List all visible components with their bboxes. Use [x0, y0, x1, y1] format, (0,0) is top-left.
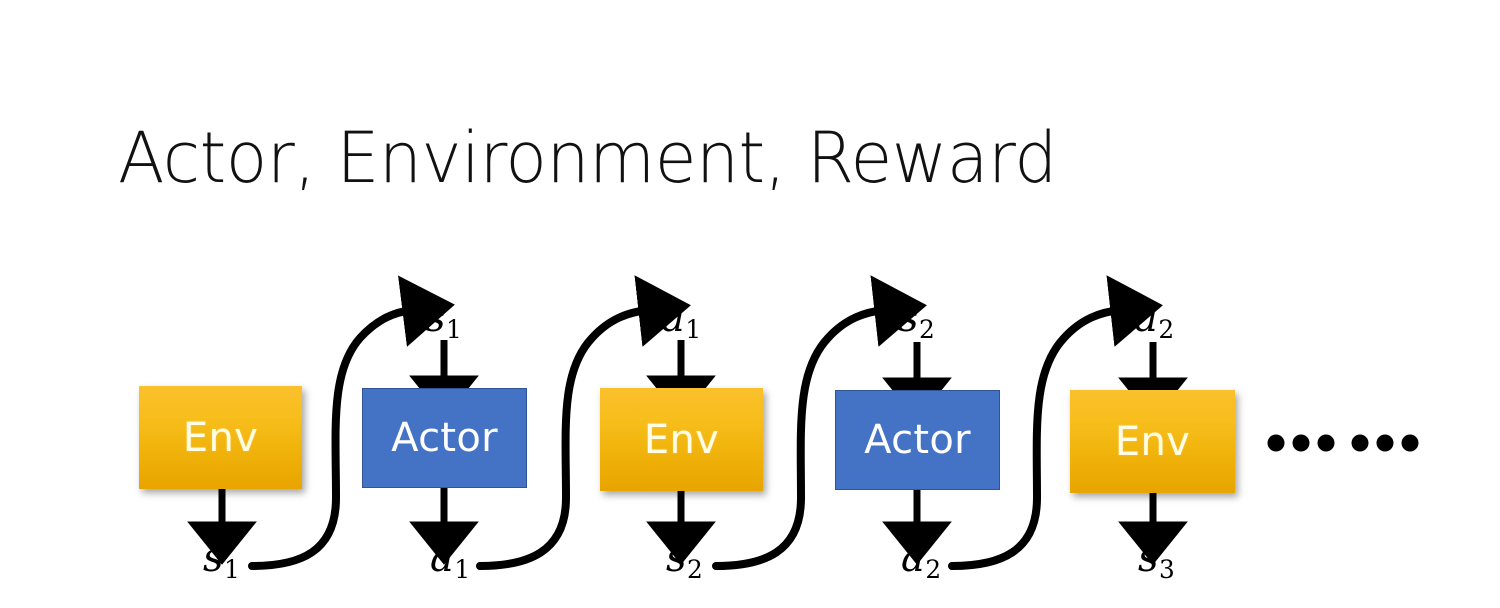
node-box-env-1[interactable]: Env [139, 386, 302, 489]
page-title: Actor, Environment, Reward [118, 117, 1057, 199]
math-label-bottom-a2: a2 [901, 538, 941, 583]
math-label-top-a2: a2 [1134, 298, 1174, 343]
math-label-bottom-s1: s1 [203, 538, 240, 583]
node-box-env-2[interactable]: Env [600, 388, 763, 491]
subscript: 1 [454, 555, 471, 585]
subscript: 2 [919, 315, 935, 345]
math-label-bottom-s2: s2 [666, 538, 703, 583]
subscript: 1 [446, 315, 462, 345]
symbol: s [666, 535, 687, 581]
math-label-top-s2: s2 [898, 298, 935, 343]
subscript: 3 [1159, 555, 1175, 585]
math-label-top-a1: a1 [661, 298, 701, 343]
symbol: a [430, 535, 454, 581]
node-box-actor-1[interactable]: Actor [362, 388, 527, 488]
arrow-into-box-group [409, 340, 1188, 421]
math-label-bottom-s3: s3 [1138, 538, 1175, 583]
node-box-env-3[interactable]: Env [1070, 390, 1235, 493]
symbol: a [1134, 295, 1158, 341]
subscript: 2 [1158, 315, 1175, 345]
node-label: Env [182, 414, 259, 461]
symbol: s [1138, 535, 1159, 581]
arrow-out-of-box-group [187, 488, 1188, 565]
math-label-top-s1: s1 [425, 298, 462, 343]
ellipsis-dots [1267, 434, 1419, 452]
subscript: 2 [687, 555, 703, 585]
node-label: Actor [864, 417, 971, 463]
symbol: s [425, 295, 446, 341]
subscript: 1 [685, 315, 702, 345]
symbol: s [203, 535, 224, 581]
symbol: a [901, 535, 925, 581]
subscript: 2 [925, 555, 942, 585]
symbol: s [898, 295, 919, 341]
node-label: Actor [391, 415, 498, 461]
subscript: 1 [224, 555, 240, 585]
node-box-actor-2[interactable]: Actor [835, 390, 1000, 490]
math-label-bottom-a1: a1 [430, 538, 470, 583]
node-label: Env [643, 416, 720, 463]
symbol: a [661, 295, 685, 341]
node-label: Env [1114, 418, 1191, 465]
